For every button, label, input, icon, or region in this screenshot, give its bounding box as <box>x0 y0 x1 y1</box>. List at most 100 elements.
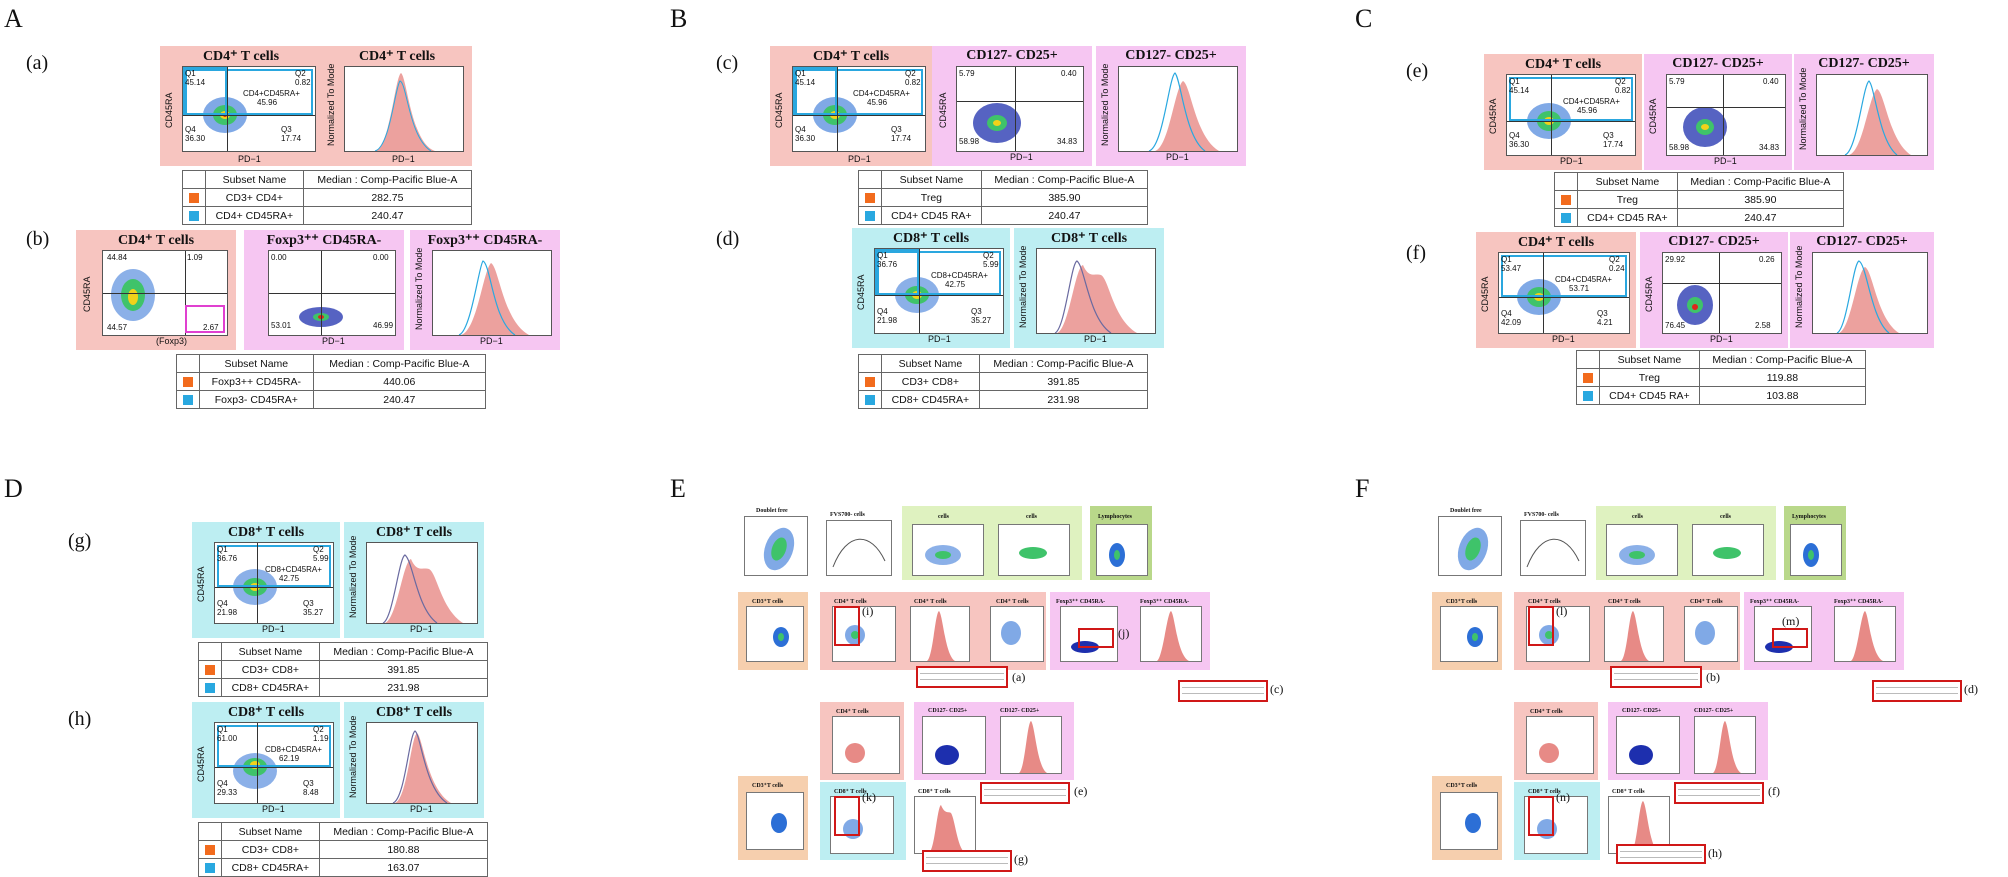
mini-title: cells <box>1720 514 1731 520</box>
gate-stats: CD4+CD45RA+53.71 <box>1555 275 1612 293</box>
gate-stats: CD8+CD45RA+42.75 <box>931 271 988 289</box>
mini-title: FVS700- cells <box>830 512 865 518</box>
gating-schematic-f: Doublet free FVS700- cells cells cells L… <box>1432 506 1978 866</box>
y-axis-label: CD45RA <box>82 276 92 312</box>
mini-title: Foxp3⁺⁺ CD45RA- <box>1750 599 1800 605</box>
sublabel-a: (a) <box>26 52 49 74</box>
y-axis-label: CD45RA <box>196 566 206 602</box>
mini-cells2 <box>1692 524 1764 576</box>
quadrant-h <box>269 293 395 294</box>
x-axis-label: PD−1 <box>322 336 345 346</box>
histogram <box>392 730 451 804</box>
sublabel-d-mini: (d) <box>1964 682 1978 696</box>
q2-stats: 1.09 <box>187 253 203 262</box>
mini-title: CD3⁺T cells <box>752 599 784 605</box>
mini-title: CD8⁺ T cells <box>1528 789 1561 795</box>
plot-title: CD127- CD25+ <box>1818 56 1910 71</box>
gate-n-highlight <box>1528 796 1554 836</box>
y-axis-label: CD45RA <box>1644 276 1654 312</box>
plot-e-hist: CD127- CD25+ Normalized To Mode <box>1794 54 1934 170</box>
sublabel-d: (d) <box>716 228 740 250</box>
histogram <box>382 554 463 624</box>
x-axis-label: PD−1 <box>1552 334 1575 344</box>
mini-title: CD4⁺ T cells <box>996 599 1029 605</box>
q3-stats: 2.58 <box>1755 321 1771 330</box>
gate-m-highlight <box>1772 628 1808 648</box>
quadrant-h <box>215 587 333 588</box>
q3-stats: 2.67 <box>203 323 219 332</box>
mini-lymph <box>1096 524 1148 576</box>
mini-title: cells <box>1026 514 1037 520</box>
plot-c-dot2: CD127- CD25+ 5.79 0.40 58.98 34.83 CD45R… <box>932 46 1092 166</box>
x-axis-label: PD−1 <box>1710 334 1733 344</box>
plot-title: CD127- CD25+ <box>1816 234 1908 249</box>
mini-title: CD8⁺ T cells <box>834 789 867 795</box>
q3-stats: 34.83 <box>1057 137 1078 146</box>
y-axis-label: Normalized To Mode <box>1798 67 1808 150</box>
mini-cd3 <box>1440 606 1498 662</box>
mini-title: Foxp3⁺⁺ CD45RA- <box>1834 599 1884 605</box>
mini-title: Doublet free <box>756 508 788 514</box>
mini-title: CD8⁺ T cells <box>918 789 951 795</box>
panel-letter-f: F <box>1355 474 1370 503</box>
mini-title: Lymphocytes <box>1098 514 1133 520</box>
gate-k-highlight <box>834 796 860 836</box>
x-axis-label: PD−1 <box>392 154 415 164</box>
gate-l-highlight <box>1528 606 1554 646</box>
sublabel-b: (b) <box>26 228 50 250</box>
plot-f-dot2: CD127- CD25+ 29.92 0.26 76.45 2.58 CD45R… <box>1640 232 1788 348</box>
mini-title: CD4⁺ T cells <box>834 599 867 605</box>
mini-cd3b <box>746 792 804 850</box>
histogram <box>374 73 435 152</box>
plot-title: CD4⁺ T cells <box>358 49 436 64</box>
mini-title: Lymphocytes <box>1792 514 1827 520</box>
panel-letter-e: E <box>670 474 686 503</box>
gate-cd45ra <box>217 545 331 587</box>
plot-title: CD8⁺ T cells <box>892 231 970 246</box>
y-axis-label: CD45RA <box>164 92 174 128</box>
q4-stats: 76.45 <box>1665 321 1686 330</box>
sublabel-h: (h) <box>68 708 92 730</box>
quadrant-v <box>837 67 838 151</box>
mini-table-g <box>922 850 1012 872</box>
sublabel-g-mini: (g) <box>1014 852 1028 866</box>
plot-title: CD8⁺ T cells <box>375 525 453 540</box>
quadrant-h <box>875 295 1003 296</box>
y-axis-label: Normalized To Mode <box>326 63 336 146</box>
mini-cd8-dot <box>830 796 894 854</box>
x-axis-label: PD−1 <box>410 624 433 634</box>
mini-title: CD3⁺T cells <box>1446 783 1478 789</box>
hist-frame <box>344 66 464 152</box>
x-axis-label: PD−1 <box>1166 152 1189 162</box>
sublabel-m: (m) <box>1782 614 1800 628</box>
plot-b-dot: CD4⁺ T cells 44.84 1.09 44.57 2.67 CD45R… <box>76 230 236 350</box>
mini-doublet <box>744 516 808 576</box>
y-axis-label: Normalized To Mode <box>1018 245 1028 328</box>
plot-d-hist: CD8⁺ T cells Normalized To Mode PD−1 <box>1014 228 1164 348</box>
mini-cd4-hist <box>910 606 970 662</box>
mini-title: Doublet free <box>1450 508 1482 514</box>
mini-foxp3-hist <box>1140 606 1202 662</box>
mini-cd127-hist <box>1694 716 1756 774</box>
x-axis-label: PD−1 <box>410 804 433 814</box>
q4-stats: 44.57 <box>107 323 128 332</box>
mini-title: cells <box>1632 514 1643 520</box>
sublabel-g: (g) <box>68 530 92 552</box>
plot-title: CD127- CD25+ <box>1672 56 1764 71</box>
sublabel-c: (c) <box>716 52 739 74</box>
mini-cd8-dot <box>1524 796 1588 854</box>
hist-frame <box>1036 248 1156 334</box>
